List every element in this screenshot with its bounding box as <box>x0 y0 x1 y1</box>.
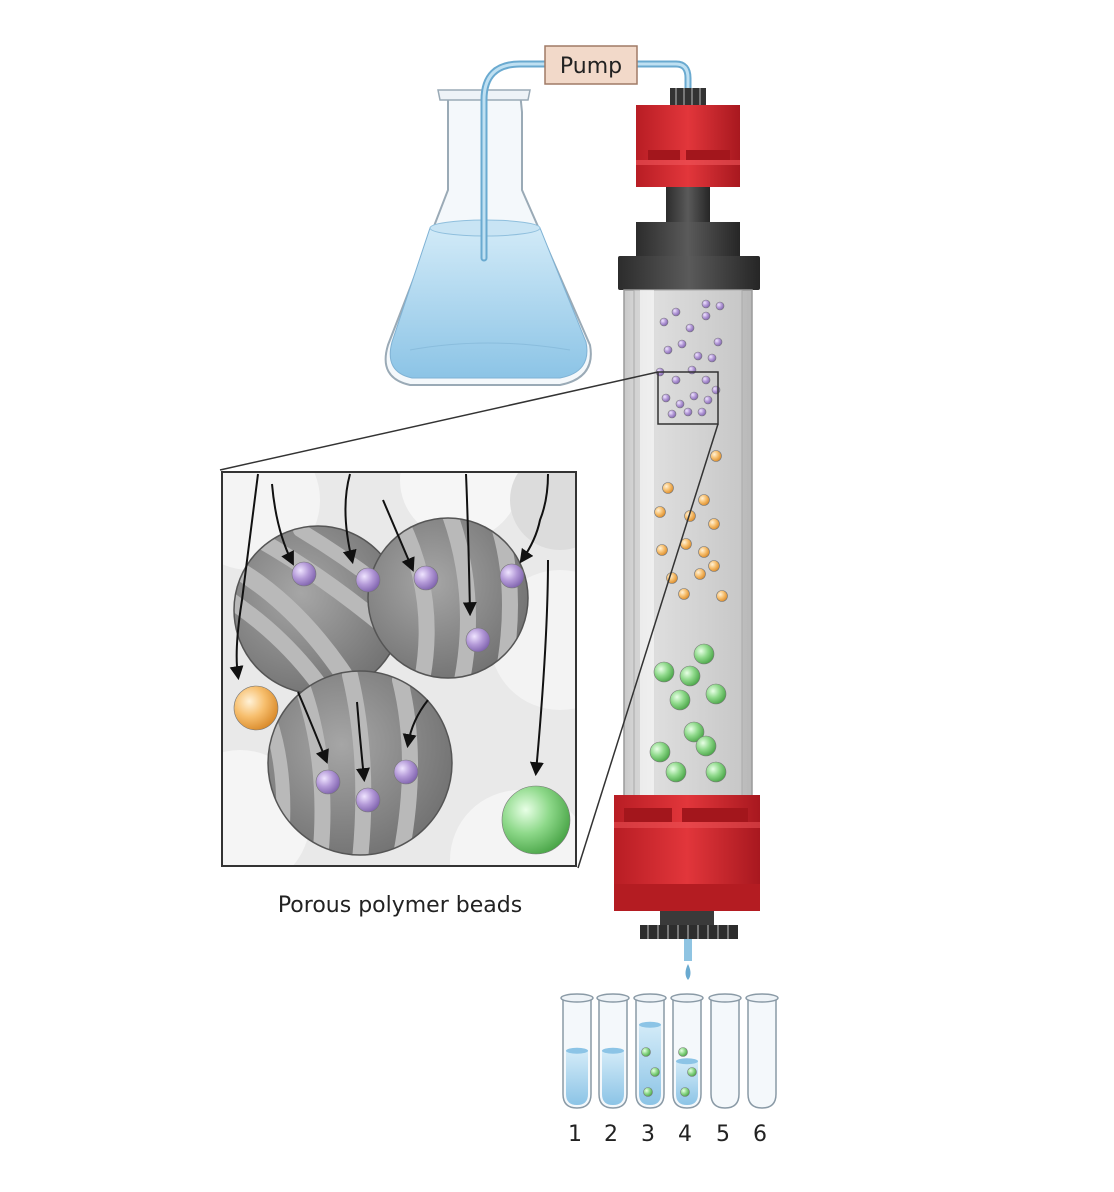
tube-liquid <box>676 1061 698 1105</box>
purple-molecule <box>701 311 711 321</box>
orange-molecule <box>654 506 666 518</box>
tube-label: 5 <box>716 1122 730 1147</box>
tube-label: 1 <box>568 1122 582 1147</box>
purple-molecule <box>671 375 681 385</box>
purple-molecule <box>659 317 669 327</box>
purple-molecule <box>393 759 419 785</box>
green-molecule <box>669 689 691 711</box>
purple-molecule <box>703 395 713 405</box>
pump-label: Pump <box>560 54 622 79</box>
green-molecule <box>641 1047 651 1057</box>
orange-molecule <box>678 588 690 600</box>
purple-molecule <box>291 561 317 587</box>
flask-liquid <box>389 223 588 379</box>
orange-molecule <box>710 450 722 462</box>
green-molecule <box>643 1087 653 1097</box>
purple-molecule <box>413 565 439 591</box>
purple-molecule <box>715 301 725 311</box>
green-molecule <box>678 1047 688 1057</box>
inset-zoom: Porous polymer beads <box>221 471 577 918</box>
green-molecule <box>705 761 727 783</box>
purple-molecule <box>693 351 703 361</box>
orange-molecule <box>708 560 720 572</box>
purple-molecule <box>697 407 707 417</box>
purple-molecule <box>499 563 525 589</box>
zoom-lines <box>219 371 719 869</box>
zoom-region <box>657 371 719 425</box>
green-molecule <box>650 1067 660 1077</box>
purple-molecule <box>701 299 711 309</box>
test-tube-5: 5 <box>708 993 742 1147</box>
tube-label: 6 <box>753 1122 767 1147</box>
test-tube-4: 4 <box>670 993 704 1147</box>
green-molecule <box>705 683 727 705</box>
test-tube-1: 1 <box>560 993 594 1147</box>
tube-liquid <box>566 1050 588 1105</box>
tube-liquid <box>602 1050 624 1105</box>
test-tube-6: 6 <box>745 993 779 1147</box>
purple-molecule <box>315 769 341 795</box>
orange-molecule <box>698 546 710 558</box>
column-top-fittings <box>618 88 760 290</box>
purple-molecule <box>355 567 381 593</box>
column-beads <box>649 299 728 783</box>
purple-molecule <box>675 399 685 409</box>
green-molecule <box>695 735 717 757</box>
green-molecule <box>693 643 715 665</box>
orange-molecule <box>708 518 720 530</box>
purple-molecule <box>685 323 695 333</box>
purple-molecule <box>671 307 681 317</box>
orange-molecule <box>694 568 706 580</box>
drop <box>685 964 691 980</box>
orange-molecule <box>716 590 728 602</box>
tube-label: 3 <box>641 1122 655 1147</box>
purple-molecule <box>713 337 723 347</box>
orange-molecule <box>662 482 674 494</box>
inset-caption: Porous polymer beads <box>278 893 522 918</box>
erlenmeyer-flask <box>384 89 592 386</box>
purple-molecule <box>683 407 693 417</box>
purple-molecule <box>689 391 699 401</box>
purple-molecule <box>355 787 381 813</box>
green-molecule <box>679 665 701 687</box>
orange-molecule <box>698 494 710 506</box>
purple-molecule <box>663 345 673 355</box>
tubing <box>480 60 692 262</box>
orange-molecule <box>656 544 668 556</box>
green-molecule <box>683 721 705 743</box>
purple-molecule <box>667 409 677 419</box>
tube-liquid <box>639 1024 661 1105</box>
inset-molecules <box>233 561 571 855</box>
purple-molecule <box>465 627 491 653</box>
green-molecule <box>680 1087 690 1097</box>
purple-molecule <box>711 385 721 395</box>
dark-collar <box>618 256 760 290</box>
test-tube-3: 3 <box>633 993 667 1147</box>
green-molecule <box>649 741 671 763</box>
column-bottom-fittings <box>614 795 760 980</box>
green-molecule <box>687 1067 697 1077</box>
purple-molecule <box>701 375 711 385</box>
flow-arrows <box>229 473 549 783</box>
tube-label: 4 <box>678 1122 692 1147</box>
top-red-cap <box>636 105 740 187</box>
orange-molecule <box>233 685 279 731</box>
green-molecule <box>653 661 675 683</box>
purple-molecule <box>677 339 687 349</box>
purple-molecule <box>707 353 717 363</box>
purple-molecule <box>687 365 697 375</box>
test-tube-2: 2 <box>596 993 630 1147</box>
purple-molecule <box>661 393 671 403</box>
pump: Pump <box>544 45 638 85</box>
green-molecule <box>501 785 571 855</box>
green-molecule <box>665 761 687 783</box>
tube-label: 2 <box>604 1122 618 1147</box>
